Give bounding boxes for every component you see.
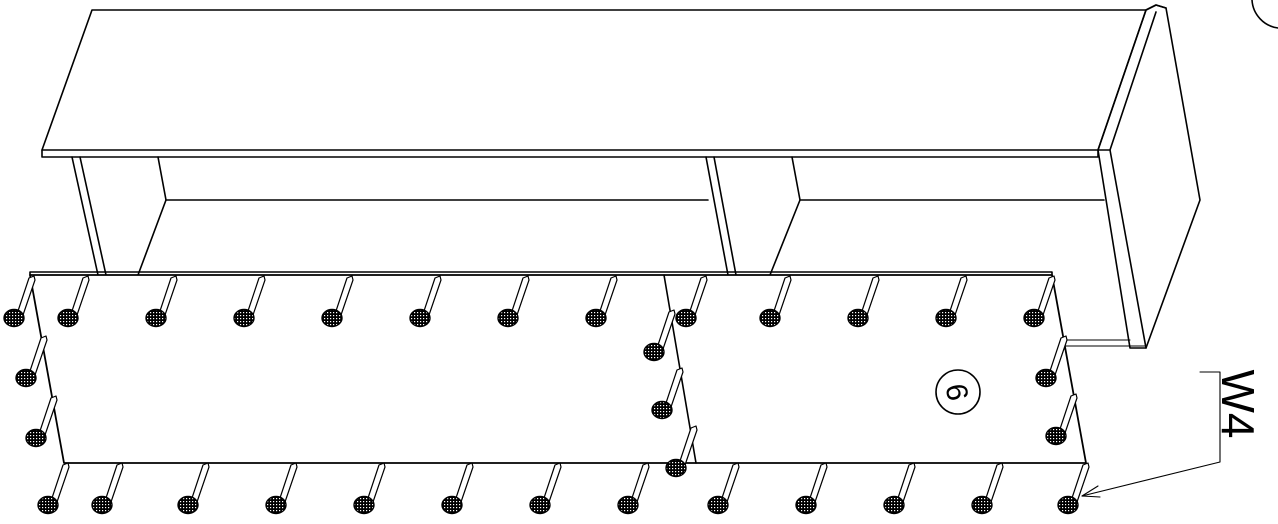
back-panel: [29, 271, 1087, 464]
nail-icon: [971, 462, 1004, 515]
nail-icon: [759, 275, 792, 328]
part-number-marker: 9: [935, 369, 981, 415]
nail-icon: [321, 275, 354, 328]
nail-icon: [409, 275, 442, 328]
leader-arrow-icon: [1081, 371, 1221, 497]
nail-icon: [883, 462, 916, 515]
nail-icon: [15, 335, 48, 388]
right-side-panel: [1097, 4, 1201, 349]
nail-icon: [585, 275, 618, 328]
nail-icon: [1035, 335, 1068, 388]
circle-number-icon: [935, 369, 981, 415]
part-number: 9: [940, 381, 975, 403]
fastener-callout: W4: [1081, 370, 1264, 498]
nail-icon: [651, 367, 684, 420]
nail-icon: [1057, 462, 1090, 515]
fastener-label: W4: [1212, 370, 1264, 439]
nail-icon: [795, 462, 828, 515]
nail-icon: [177, 462, 210, 515]
left-side-panel: [71, 156, 99, 276]
nail-icon: [91, 462, 124, 515]
nail-icon: [1023, 275, 1056, 328]
nail-group: [3, 275, 1090, 515]
nail-icon: [145, 275, 178, 328]
nail-icon: [37, 462, 70, 515]
top-panel: [41, 9, 1147, 151]
nail-icon: [3, 275, 36, 328]
middle-divider: [705, 156, 729, 276]
nail-icon: [617, 462, 650, 515]
nail-icon: [935, 275, 968, 328]
nail-icon: [529, 462, 562, 515]
nail-icon: [1045, 393, 1078, 446]
nail-icon: [265, 462, 298, 515]
nail-icon: [847, 275, 880, 328]
nail-icon: [353, 462, 386, 515]
nail-icon: [57, 275, 90, 328]
next-step-marker: [1251, 0, 1278, 29]
nail-icon: [675, 275, 708, 328]
nail-icon: [25, 395, 58, 448]
nail-icon: [233, 275, 266, 328]
nail-icon: [707, 462, 740, 515]
nail-icon: [643, 309, 676, 362]
nail-icon: [497, 275, 530, 328]
nail-icon: [665, 425, 698, 478]
nail-icon: [441, 462, 474, 515]
cabinet-carcass: [41, 4, 1201, 349]
